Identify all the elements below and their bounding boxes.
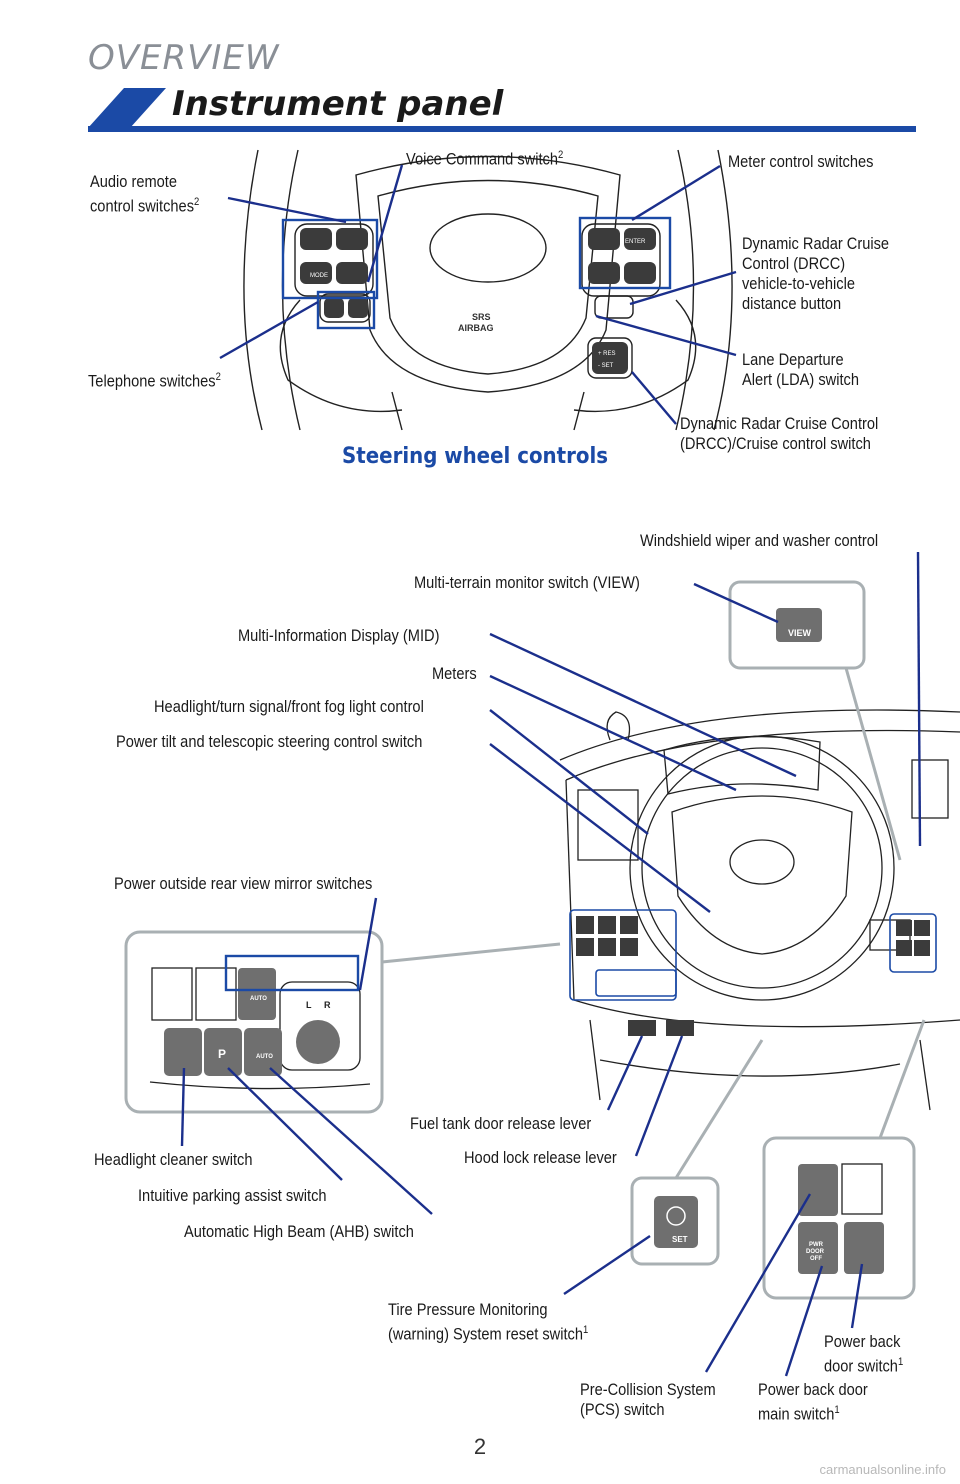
mirror-l-text: L <box>306 1000 312 1010</box>
title-banner <box>88 88 916 132</box>
res-button-text: + RES <box>598 351 616 357</box>
enter-button-text: ENTER <box>625 239 646 245</box>
headlight-cleaner-label: Headlight cleaner switch <box>94 1150 253 1169</box>
airbag-text-2: AIRBAG <box>458 323 494 333</box>
steering-caption: Steering wheel controls <box>342 444 609 469</box>
pcs-label: Pre-Collision System (PCS) switch <box>580 1380 716 1419</box>
dashboard-illustration: VIEW AUTO P AUTO L R SET PWR DOOR OFF <box>124 551 960 1377</box>
back-door-label: Power back door switch1 <box>824 1332 904 1376</box>
watermark: carmanualsonline.info <box>819 1462 946 1477</box>
voice-command-label: Voice Command switch2 <box>406 149 564 169</box>
drcc-distance-label: Dynamic Radar Cruise Control (DRCC) vehi… <box>742 234 890 313</box>
airbag-text-1: SRS <box>472 312 491 322</box>
telephone-label: Telephone switches2 <box>88 371 221 391</box>
panel-auto-text-1: AUTO <box>250 996 267 1002</box>
drcc-cruise-label: Dynamic Radar Cruise Control (DRCC)/Crui… <box>680 414 879 453</box>
page-title: Instrument panel <box>172 84 504 124</box>
tpms-label: Tire Pressure Monitoring (warning) Syste… <box>388 1300 589 1344</box>
pwr-text-2: DOOR <box>806 1249 825 1255</box>
tpms-set-text: SET <box>672 1235 688 1244</box>
fuel-label: Fuel tank door release lever <box>410 1114 592 1133</box>
ahb-label: Automatic High Beam (AHB) switch <box>184 1222 414 1241</box>
lda-label: Lane Departure Alert (LDA) switch <box>742 350 859 389</box>
meters-label: Meters <box>432 664 477 683</box>
panel-auto-text-2: AUTO <box>256 1054 273 1060</box>
mirror-r-text: R <box>324 1000 331 1010</box>
pwr-text-3: OFF <box>810 1256 822 1262</box>
hood-label: Hood lock release lever <box>464 1148 617 1167</box>
parking-p-text: P <box>218 1047 226 1061</box>
mirror-label: Power outside rear view mirror switches <box>114 874 373 893</box>
pwr-text-1: PWR <box>809 1242 824 1248</box>
multi-terrain-label: Multi-terrain monitor switch (VIEW) <box>414 573 640 592</box>
back-door-main-label: Power back door main switch1 <box>758 1380 868 1424</box>
wiper-label: Windshield wiper and washer control <box>640 531 879 550</box>
tilt-label: Power tilt and telescopic steering contr… <box>116 732 423 751</box>
meter-control-label: Meter control switches <box>728 152 874 171</box>
mode-button-text: MODE <box>310 273 328 279</box>
view-button-text: VIEW <box>788 628 812 638</box>
section-heading: OVERVIEW <box>88 38 280 78</box>
headlight-label: Headlight/turn signal/front fog light co… <box>154 697 424 716</box>
steering-wheel-illustration: MODE ENTER + RES - SET SRS AIRBAG <box>219 149 737 431</box>
mid-label: Multi-Information Display (MID) <box>238 626 440 645</box>
page-number: 2 <box>473 1434 487 1459</box>
audio-remote-label: Audio remote control switches2 <box>90 172 200 216</box>
set-button-text: - SET <box>598 363 614 369</box>
parking-assist-label: Intuitive parking assist switch <box>138 1186 327 1205</box>
